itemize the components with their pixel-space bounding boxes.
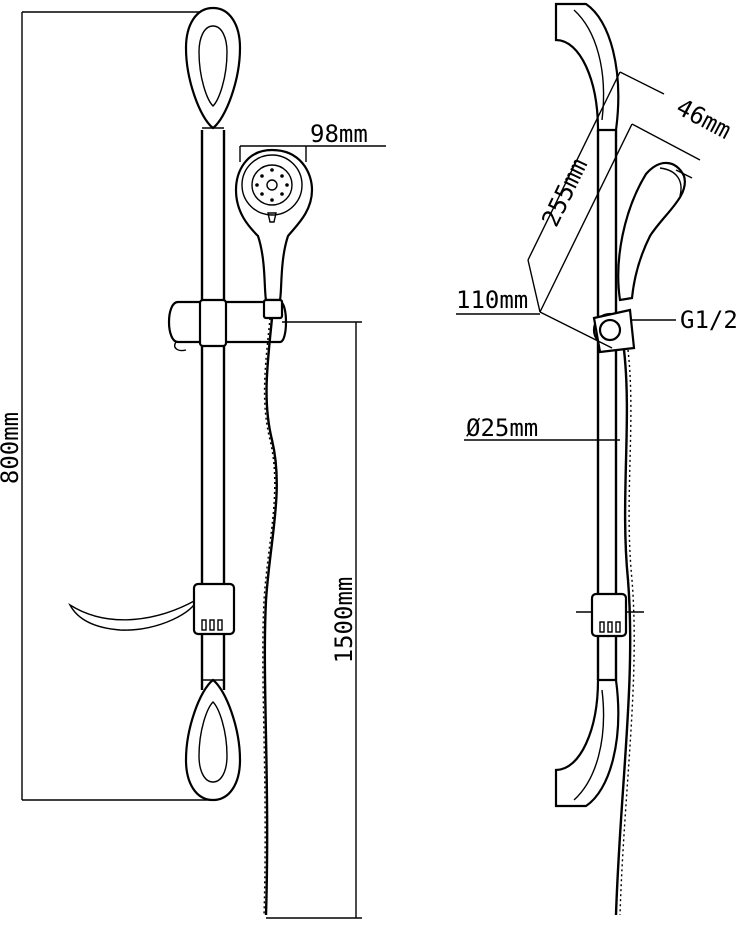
height-dimension: 800mm xyxy=(0,11,210,801)
height-label: 800mm xyxy=(0,412,24,484)
head-width-label: 98mm xyxy=(310,120,368,148)
side-hand-shower xyxy=(617,161,693,302)
side-soap-dish xyxy=(576,592,644,638)
top-bracket xyxy=(184,6,242,130)
side-rail xyxy=(596,130,618,680)
thread-label: G1/2 xyxy=(680,306,738,334)
shower-hose xyxy=(262,317,278,916)
hose-length-label: 1500mm xyxy=(330,577,358,664)
bottom-bracket xyxy=(184,678,242,802)
hose-length-dimension: 1500mm xyxy=(266,321,362,919)
hand-shower xyxy=(234,148,314,320)
side-bottom-bracket xyxy=(554,678,620,808)
arm-offset-label: 110mm xyxy=(456,286,528,314)
head-width-dimension: 98mm xyxy=(239,120,386,162)
side-slider-holder xyxy=(592,308,636,354)
soap-dish xyxy=(68,582,236,636)
side-hose xyxy=(614,349,635,916)
head-depth-label: 46mm xyxy=(672,93,736,145)
slider-holder xyxy=(167,298,288,352)
side-view: 255mm 46mm 110mm G1/2 Ø25mm xyxy=(456,2,738,916)
rail-diameter-dimension: Ø25mm xyxy=(464,414,620,442)
arm-offset-dimension: 110mm xyxy=(456,286,540,315)
front-view: 800mm xyxy=(0,6,386,919)
thread-dimension: G1/2 xyxy=(632,306,738,334)
rail-diameter-label: Ø25mm xyxy=(466,414,538,442)
side-top-bracket xyxy=(554,2,620,132)
